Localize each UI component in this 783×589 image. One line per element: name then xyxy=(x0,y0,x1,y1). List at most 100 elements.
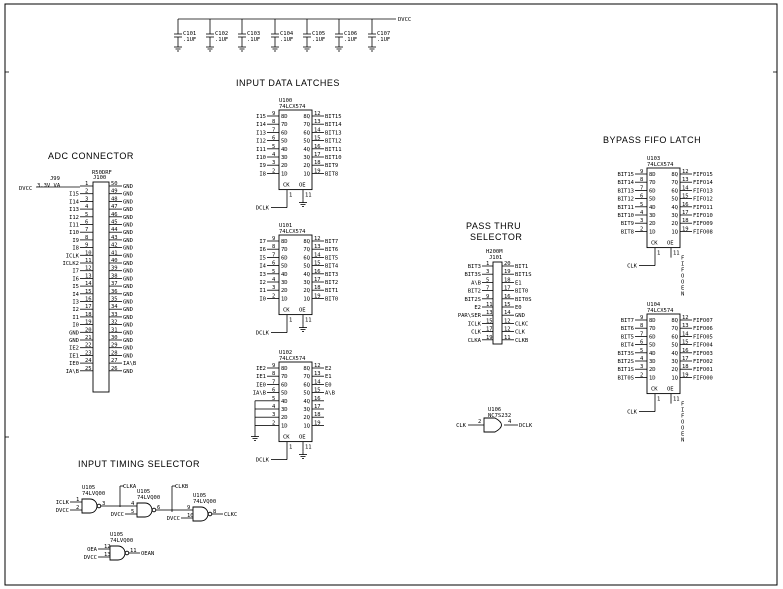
cap-value: .1UF xyxy=(280,37,293,43)
connector-ref2: J100 xyxy=(93,175,106,181)
latch-out-net: BIT1 xyxy=(325,288,338,294)
latch-out-net: FIFO14 xyxy=(693,180,714,186)
connector-pin-num: 38 xyxy=(111,273,118,279)
connector-pin-num: 3 xyxy=(85,196,88,202)
selector-pin-num: 17 xyxy=(504,286,511,292)
connector-net-left: I10 xyxy=(69,230,79,236)
latch-pin-num: 13 xyxy=(314,371,321,377)
connector-pin-num: 29 xyxy=(111,343,118,349)
latch-in-net: BIT4 xyxy=(621,343,635,349)
latch-pin-num: 3 xyxy=(640,364,643,370)
connector-part: R50DRF xyxy=(92,170,112,176)
latch-pin-num: 7 xyxy=(272,127,275,133)
connector-net-left: GND xyxy=(69,338,79,344)
connector-net-left: I3 xyxy=(72,300,79,306)
latch-pin-num: 14 xyxy=(682,331,689,337)
latch-q-label: 7Q xyxy=(303,374,310,380)
connector-voltage: 3.3V VA xyxy=(37,183,61,189)
latch-out-net: FIFO06 xyxy=(693,326,713,332)
latch-q-label: 2Q xyxy=(303,163,310,169)
latch-out-net: FIFO10 xyxy=(693,213,713,219)
latch-q-label: 3Q xyxy=(303,280,310,286)
connector-pin-num: 45 xyxy=(111,220,118,226)
latch-pin-num: 2 xyxy=(640,372,643,378)
latch-out-net: FIFO09 xyxy=(693,221,713,227)
connector-net-right: GND xyxy=(123,338,133,344)
gate-out-net: OEAN xyxy=(141,551,154,557)
connector-net-left: IA\B xyxy=(66,369,80,375)
latch-pin-num: 11 xyxy=(673,251,680,257)
connector-pin-num: 6 xyxy=(85,220,88,226)
latch-pin-num: 11 xyxy=(305,445,312,451)
latch-pin-num: 15 xyxy=(314,261,321,267)
connector-net-left: I15 xyxy=(69,192,79,198)
latch-oe-net: O xyxy=(681,274,684,280)
latch-ck-label: CK xyxy=(651,387,658,393)
connector-net-right: GND xyxy=(123,215,133,221)
title-pass-thru-selector: SELECTOR xyxy=(470,232,522,242)
gate-part: 74LVQ00 xyxy=(110,538,133,544)
latch-oe-net: N xyxy=(681,438,684,444)
connector-net-right: GND xyxy=(123,230,133,236)
latch-pin-num: 8 xyxy=(272,371,275,377)
latch-ref: U100 xyxy=(279,98,292,104)
latch-d-label: 8D xyxy=(649,318,656,324)
latch-in-net: BIT8 xyxy=(621,229,634,235)
gate-pin-num: 12 xyxy=(104,544,111,550)
latch-pin-num: 17 xyxy=(682,356,689,362)
selector-net-left: ICLK xyxy=(468,321,482,327)
latch-q-label: 4Q xyxy=(671,351,678,357)
connector-pin-num: 41 xyxy=(111,250,118,256)
latch-body xyxy=(278,361,313,443)
latch-pin-num: 4 xyxy=(640,210,644,216)
latch-pin-num: 7 xyxy=(272,379,275,385)
latch-in-net: I8 xyxy=(259,171,266,177)
latch-pin-num: 19 xyxy=(682,372,689,378)
connector-pin-num: 23 xyxy=(85,350,92,356)
gate-pin-num: 1 xyxy=(76,497,79,503)
latch-in-net: BIT11 xyxy=(617,205,634,211)
latch-pin-num: 13 xyxy=(314,244,321,250)
connector-net-right: GND xyxy=(123,199,133,205)
latch-pin-num: 9 xyxy=(640,315,643,321)
latch-body xyxy=(646,313,681,395)
selector-pin-num: 11 xyxy=(504,335,511,341)
connector-pin-num: 50 xyxy=(111,181,118,187)
selector-net-right: GND xyxy=(515,313,525,319)
latch-oe-net: I xyxy=(681,262,684,268)
connector-net-left: I1 xyxy=(72,315,79,321)
latch-out-net: FIFO02 xyxy=(693,359,713,365)
latch-q-label: 2Q xyxy=(303,288,310,294)
latch-d-label: 5D xyxy=(281,391,288,397)
gate-in-net: DVCC xyxy=(56,508,69,514)
latch-pin-num: 18 xyxy=(314,285,321,291)
gate-pin-num: 13 xyxy=(104,552,111,558)
latch-pin-num: 17 xyxy=(314,152,321,158)
gate-ref: U105 xyxy=(193,493,206,499)
latch-out-net: FIFO07 xyxy=(693,318,713,324)
latch-ck-label: CK xyxy=(283,435,290,441)
latch-ck-label: CK xyxy=(651,241,658,247)
selector-pin-num: 9 xyxy=(486,294,489,300)
latch-pin-num: 6 xyxy=(640,340,643,346)
latch-pin-num: 18 xyxy=(314,412,321,418)
selector-net-right: BIT0 xyxy=(515,289,528,295)
latch-q-label: 4Q xyxy=(671,205,678,211)
latch-out-net: E2 xyxy=(325,366,332,372)
latch-q-label: 3Q xyxy=(303,155,310,161)
latch-out-net: FIFO05 xyxy=(693,334,713,340)
buffer-ref: U106 xyxy=(488,407,501,413)
latch-pin-num: 12 xyxy=(314,363,321,369)
latch-q-label: 1Q xyxy=(303,296,310,302)
connector-net-right: GND xyxy=(123,238,133,244)
selector-pin-num: 15 xyxy=(486,318,493,324)
latch-pin-num: 16 xyxy=(314,269,321,275)
connector-net-right: GND xyxy=(123,346,133,352)
connector-pin-num: 7 xyxy=(85,227,88,233)
latch-d-label: 5D xyxy=(281,264,288,270)
connector-pin-num: 44 xyxy=(111,227,118,233)
latch-ck-label: CK xyxy=(283,308,290,314)
latch-in-net: BIT2S xyxy=(617,359,634,365)
latch-d-label: 8D xyxy=(281,239,288,245)
